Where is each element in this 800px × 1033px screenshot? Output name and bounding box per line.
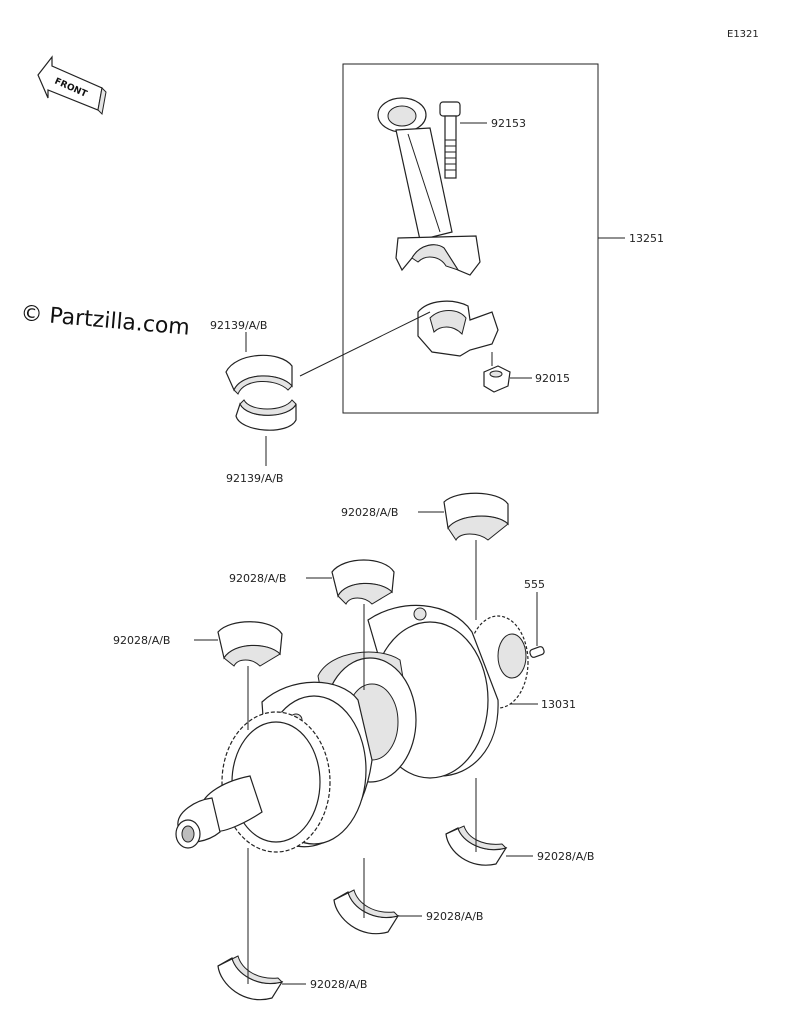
main-bearing-bottom-left-part — [217, 955, 284, 1001]
label-92028-top-mid: 92028/A/B — [229, 572, 286, 585]
diagram-code: E1321 — [727, 29, 759, 40]
label-92028-bottom-right: 92028/A/B — [537, 850, 594, 863]
main-bearing-bottom-mid-part — [333, 889, 400, 935]
bolt-part — [439, 101, 461, 179]
front-arrow-icon: FRONT — [37, 55, 107, 116]
label-13031: 13031 — [541, 698, 576, 711]
label-92139-lower: 92139/A/B — [226, 472, 283, 485]
pin-part — [529, 646, 545, 658]
watermark: © Partzilla.com — [19, 301, 190, 341]
label-92153: 92153 — [491, 117, 526, 130]
label-92015: 92015 — [535, 372, 570, 385]
label-92028-bottom-mid: 92028/A/B — [426, 910, 483, 923]
main-bearing-top-mid-part — [331, 559, 395, 605]
label-13251: 13251 — [629, 232, 664, 245]
label-92028-top-right: 92028/A/B — [341, 506, 398, 519]
rod-cap-part — [417, 300, 499, 357]
connecting-rod-part — [377, 97, 481, 276]
label-92028-top-left: 92028/A/B — [113, 634, 170, 647]
nut-part — [483, 365, 511, 393]
label-92139-upper: 92139/A/B — [210, 319, 267, 332]
crankshaft-part — [175, 604, 529, 853]
rod-bearing-upper-part — [225, 354, 293, 395]
label-555: 555 — [524, 578, 545, 591]
main-bearing-top-left-part — [217, 621, 283, 667]
rod-bearing-lower-part — [235, 399, 297, 431]
label-92028-bottom-left: 92028/A/B — [310, 978, 367, 991]
main-bearing-top-right-part — [443, 492, 509, 541]
